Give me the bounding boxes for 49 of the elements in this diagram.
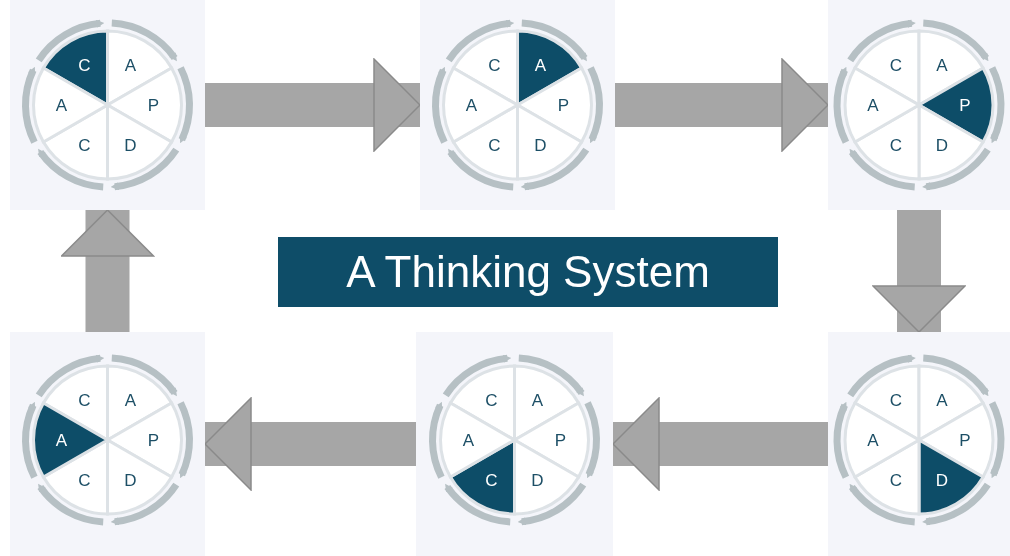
slice-letter: P	[557, 96, 570, 115]
slice-letter: P	[147, 96, 160, 115]
slice-letter: C	[78, 56, 91, 76]
wheel-panel	[416, 332, 613, 556]
slice-letter: C	[485, 391, 498, 411]
slice-letter: C	[889, 391, 903, 411]
slice-letter: C	[485, 470, 498, 490]
slice-letter: A	[867, 96, 879, 115]
slice-letter: A	[936, 56, 948, 76]
slice-letter: A	[867, 431, 879, 450]
wheel-panel	[828, 0, 1010, 210]
block-arrow	[612, 397, 828, 491]
block-arrow	[205, 58, 421, 152]
slice-letter: D	[124, 135, 137, 155]
wheel-panel	[828, 332, 1010, 556]
slice-letter: P	[959, 431, 971, 450]
slice-letter: D	[534, 135, 547, 155]
slice-letter: C	[488, 56, 501, 76]
slice-letter: C	[889, 470, 903, 490]
slice-letter: P	[554, 431, 567, 450]
slice-letter: C	[78, 135, 91, 155]
slice-letter: D	[531, 470, 544, 490]
slice-letter: D	[935, 470, 949, 490]
slice-letter: C	[889, 135, 903, 155]
title-banner: A Thinking System	[278, 237, 778, 307]
block-arrow	[204, 397, 416, 491]
slice-letter: A	[55, 431, 68, 450]
slice-letter: A	[462, 431, 475, 450]
slice-letter: C	[889, 56, 903, 76]
wheel-panel	[420, 0, 615, 210]
block-arrow	[615, 58, 829, 152]
slice-letter: A	[55, 96, 68, 115]
slice-letter: A	[124, 56, 137, 76]
slice-letter: C	[488, 135, 501, 155]
slice-letter: D	[124, 470, 137, 490]
block-arrow	[60, 209, 155, 332]
slice-letter: A	[465, 96, 478, 115]
slice-letter: C	[78, 470, 91, 490]
slice-letter: A	[124, 391, 137, 411]
slice-letter: P	[959, 96, 971, 115]
wheel-panel	[10, 0, 205, 210]
slice-letter: A	[531, 391, 544, 411]
slice-letter: P	[147, 431, 160, 450]
slice-letter: A	[936, 391, 948, 411]
slice-letter: D	[935, 135, 949, 155]
slice-letter: C	[78, 391, 91, 411]
wheel-panel	[10, 332, 205, 556]
block-arrow	[872, 210, 966, 333]
slice-letter: A	[534, 56, 547, 76]
